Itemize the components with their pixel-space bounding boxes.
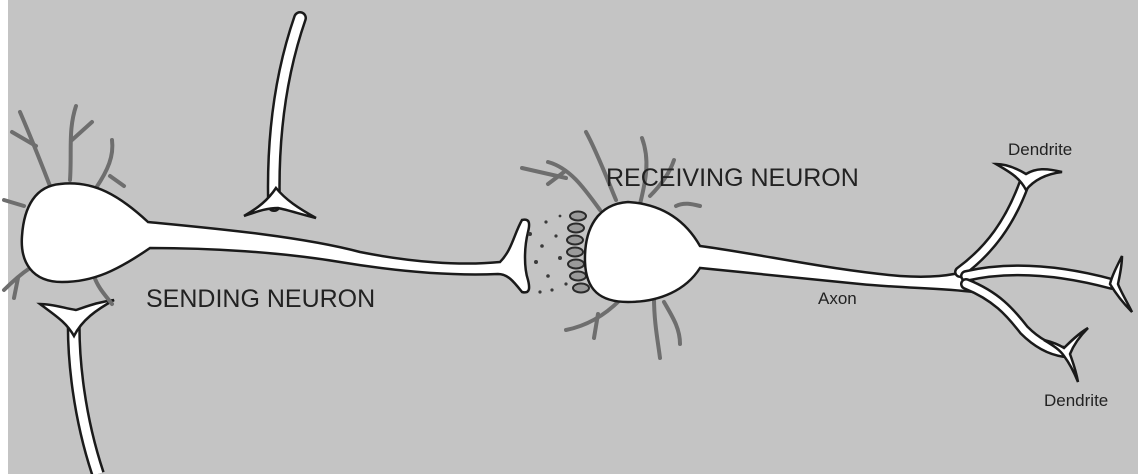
sending-neuron-label: SENDING NEURON	[146, 285, 375, 313]
axon-label: Axon	[818, 289, 857, 308]
dendrite-label-bottom: Dendrite	[1044, 391, 1108, 410]
receiving-neuron-label: RECEIVING NEURON	[606, 164, 859, 192]
dendrite-label-top: Dendrite	[1008, 140, 1072, 159]
